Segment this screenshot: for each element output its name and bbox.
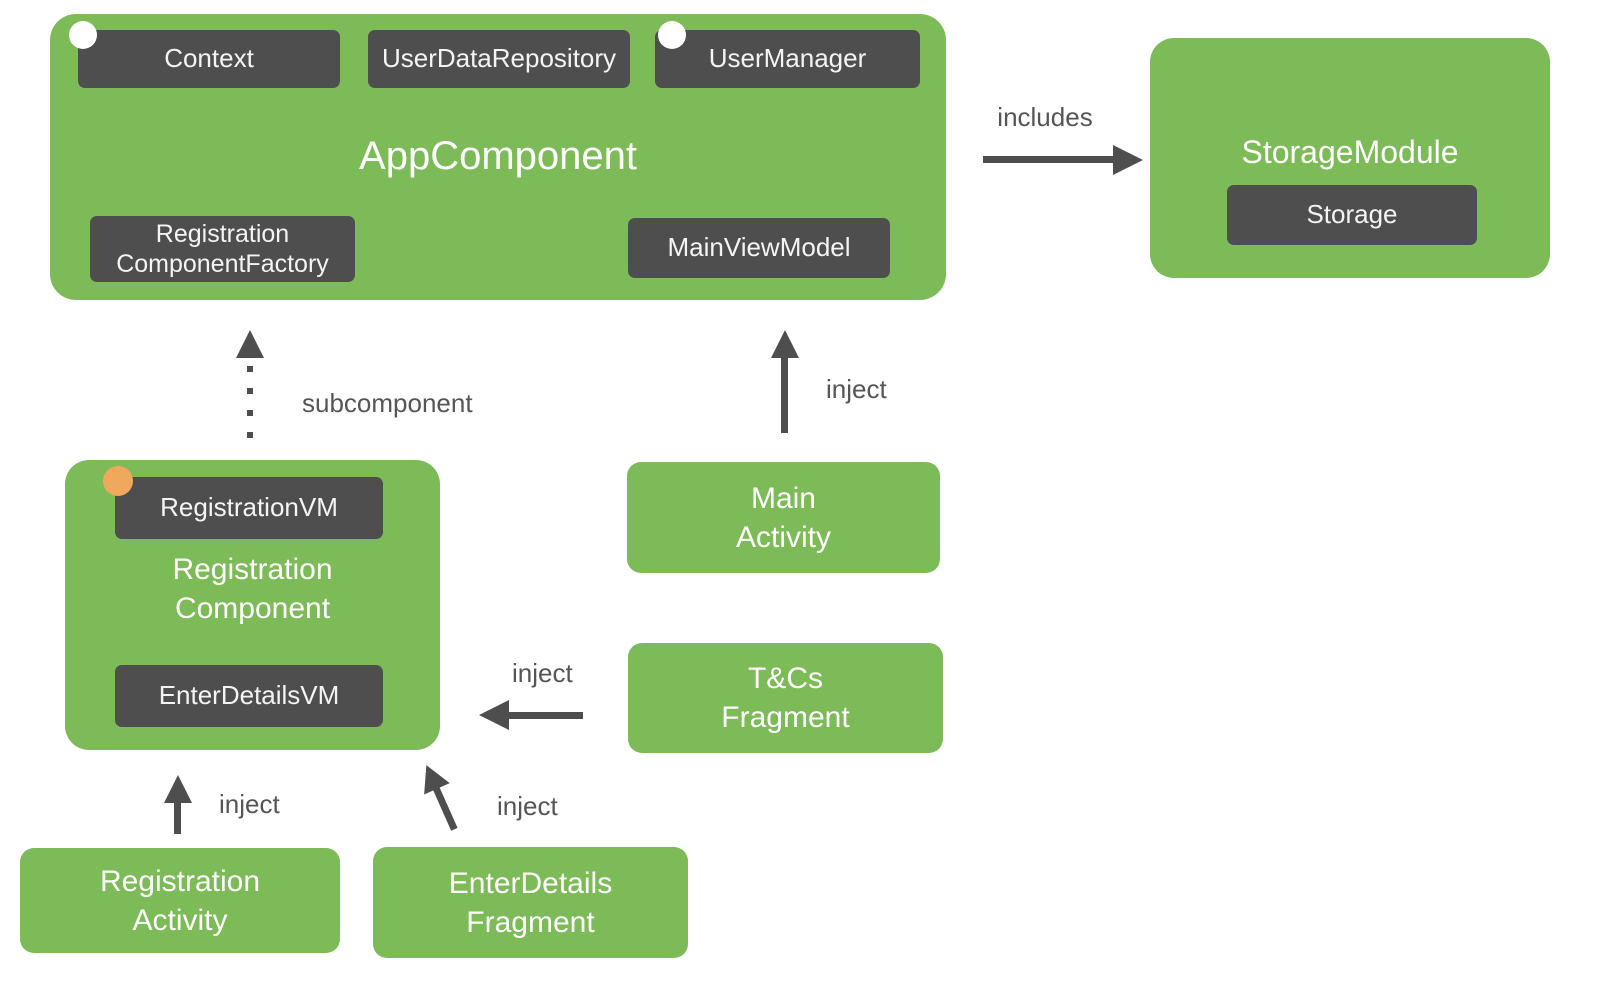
registration-vm-chip: RegistrationVM (115, 477, 383, 539)
subcomponent-arrow-shaft (247, 366, 253, 442)
inject-arrow-registration-activity-shaft (174, 801, 181, 834)
white-circle-icon-context (69, 21, 97, 49)
inject-arrow-main-head (771, 330, 799, 358)
white-circle-icon-user-manager (658, 21, 686, 49)
main-view-model-chip: MainViewModel (628, 218, 890, 278)
tcs-fragment-box: T&Cs Fragment (628, 643, 943, 753)
enter-details-vm-chip: EnterDetailsVM (115, 665, 383, 727)
registration-component-title: Registration Component (172, 553, 333, 625)
inject-arrow-registration-activity-head (164, 775, 192, 803)
app-component-box: Context UserDataRepository UserManager A… (50, 14, 946, 300)
app-component-title: AppComponent (359, 134, 637, 178)
includes-arrow-shaft (983, 156, 1115, 163)
storage-module-box: StorageModule Storage (1150, 38, 1550, 278)
inject-label-tcs-fragment: inject (512, 658, 573, 688)
inject-label-enter-details: inject (497, 791, 558, 821)
inject-label-registration-activity: inject (219, 789, 280, 819)
subcomponent-label: subcomponent (302, 388, 473, 418)
inject-arrow-main-shaft (781, 356, 788, 433)
inject-arrow-enter-details-shaft (432, 785, 458, 831)
registration-component-factory-chip: Registration ComponentFactory (90, 216, 355, 282)
registration-component-box: RegistrationVM Registration Component En… (65, 460, 440, 750)
inject-arrow-tcs-shaft (505, 712, 583, 719)
inject-arrow-tcs-head (479, 700, 509, 730)
storage-module-title: StorageModule (1241, 134, 1459, 170)
user-data-repository-chip: UserDataRepository (368, 30, 630, 88)
includes-arrow-head (1113, 145, 1143, 175)
context-chip: Context (78, 30, 340, 88)
inject-arrow-enter-details (413, 759, 469, 836)
subcomponent-arrow-head (236, 330, 264, 358)
main-activity-box: Main Activity (627, 462, 940, 573)
enter-details-fragment-box: EnterDetails Fragment (373, 847, 688, 958)
registration-activity-box: Registration Activity (20, 848, 340, 953)
includes-label: includes (997, 102, 1093, 132)
storage-chip: Storage (1227, 185, 1477, 245)
inject-label-main-activity: inject (826, 374, 887, 404)
user-manager-chip: UserManager (655, 30, 920, 88)
inject-arrow-enter-details-head (413, 759, 450, 795)
orange-circle-icon-registration-vm (103, 466, 133, 496)
